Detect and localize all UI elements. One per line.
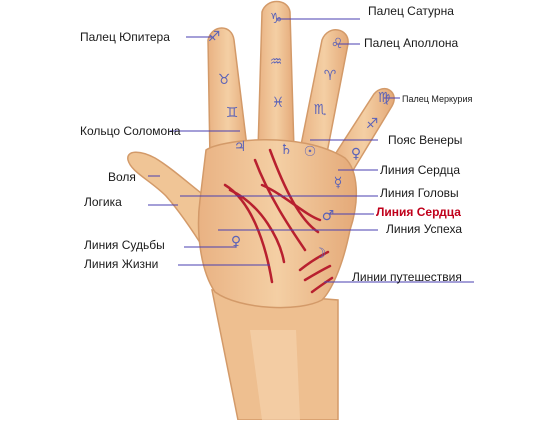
symbol-mount-apollo: ☉	[304, 144, 317, 160]
palm	[197, 139, 358, 309]
symbol-mount-mars: ♂	[322, 208, 335, 224]
symbol-apollo-base: ♏	[314, 102, 327, 118]
symbol-saturn-tip: ♑	[270, 11, 283, 27]
wrist-shadow	[250, 330, 300, 420]
symbol-mount-jupiter: ♃	[234, 139, 247, 155]
finger-symbols: ♑ ♒ ♓ ♐ ♉ ♊ ♌ ♈ ♏ ♍ ♐ ♀	[208, 11, 391, 162]
label-finger-saturn: Палец Сатурна	[368, 4, 454, 18]
symbol-jupiter-base: ♊	[226, 105, 239, 121]
finger-little	[333, 88, 395, 174]
palm-lines	[223, 148, 334, 294]
symbol-saturn-mid: ♒	[270, 54, 283, 70]
symbol-mercury-base: ♀	[351, 146, 361, 162]
symbol-mount-moon: ☽	[314, 246, 327, 262]
thumb	[127, 151, 211, 255]
label-finger-jupiter: Палец Юпитера	[80, 30, 170, 44]
leader-lines	[148, 18, 474, 283]
symbol-jupiter-mid: ♉	[218, 72, 231, 88]
symbol-apollo-tip: ♌	[331, 36, 344, 52]
symbol-mercury-tip: ♍	[378, 90, 391, 106]
symbol-mount-saturn: ♄	[280, 142, 293, 158]
label-success-line: Линия Успеха	[386, 222, 463, 236]
symbol-jupiter-tip: ♐	[208, 29, 221, 45]
symbol-mount-mercury: ☿	[334, 175, 343, 191]
label-ring-of-solomon: Кольцо Соломона	[80, 124, 181, 138]
finger-index	[207, 27, 249, 161]
label-head-line: Линия Головы	[380, 186, 459, 200]
label-girdle-of-venus: Пояс Венеры	[388, 133, 463, 147]
symbol-mercury-mid: ♐	[366, 116, 379, 132]
symbol-saturn-base: ♓	[272, 95, 285, 111]
label-finger-mercury: Палец Меркурия	[402, 94, 473, 104]
label-logic: Логика	[84, 195, 122, 209]
label-will: Воля	[108, 170, 136, 184]
finger-middle	[257, 0, 295, 151]
label-travel-lines: Линии путешествия	[352, 270, 462, 284]
finger-ring	[299, 29, 349, 159]
label-heart-line-top: Линия Сердца	[380, 163, 461, 177]
symbol-apollo-mid: ♈	[324, 68, 337, 84]
label-heart-line-highlight: Линия Сердца	[376, 205, 461, 219]
label-finger-apollo: Палец Аполлона	[364, 36, 459, 50]
mount-symbols: ♃ ♄ ☉ ☿ ♂ ♀ ☽	[231, 139, 342, 262]
symbol-mount-venus: ♀	[231, 234, 241, 250]
label-fate-line: Линия Судьбы	[84, 238, 165, 252]
label-life-line: Линия Жизни	[84, 257, 159, 271]
